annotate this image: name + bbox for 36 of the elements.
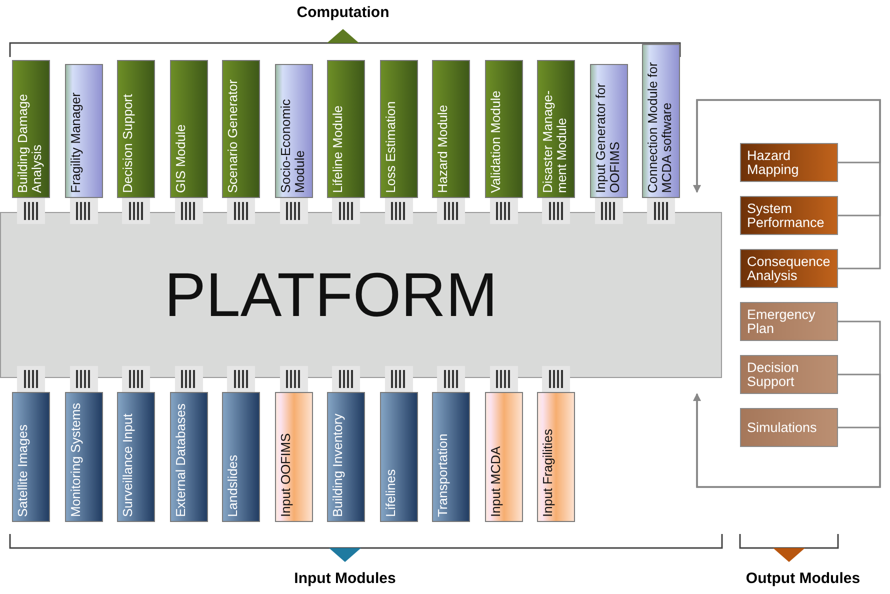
module-card: GIS Module [170, 60, 208, 224]
module-card: Input OOFIMS [274, 366, 312, 522]
module-card: Surveillance Input [117, 366, 155, 522]
module-card: Disaster Manage-ment Module [537, 60, 575, 224]
module-card: Landslides [222, 366, 260, 522]
module-card: Socio-Economic Module [274, 64, 312, 224]
module-card: Input Generator for OOFIMS [590, 64, 628, 224]
platform-block: PLATFORM [0, 212, 722, 378]
output-card: Decision Support [740, 355, 838, 394]
arrow [693, 99, 881, 270]
module-card: Building Damage Analysis [12, 60, 50, 224]
module-card: Building Inventory [327, 366, 365, 522]
output-card: System Performance [740, 196, 838, 235]
group-title: Computation [296, 4, 390, 21]
module-card: Hazard Module [432, 60, 470, 224]
module-card: Satellite Images [12, 366, 50, 522]
output-card: Hazard Mapping [740, 143, 838, 182]
module-card: Connection Module for MCDA software [642, 44, 680, 224]
group-title: Input Modules [294, 570, 396, 587]
module-card: Lifeline Module [327, 60, 365, 224]
group-title: Output Modules [746, 570, 860, 587]
module-card: Input MCDA [484, 366, 522, 522]
output-card: Consequence Analysis [740, 249, 838, 288]
module-card: Scenario Generator [222, 60, 260, 224]
module-card: Decision Support [117, 60, 155, 224]
module-card: Monitoring Systems [64, 366, 102, 522]
output-card: Simulations [740, 408, 838, 447]
module-card: External Databases [170, 366, 208, 522]
module-card: Validation Module [484, 60, 522, 224]
module-card: Fragility Manager [64, 64, 102, 224]
output-card: Emergency Plan [740, 302, 838, 341]
module-card: Input Fragilities [537, 366, 575, 522]
arrow [693, 393, 881, 488]
module-card: Transportation [432, 366, 470, 522]
module-card: Lifelines [380, 366, 418, 522]
module-card: Loss Estimation [380, 60, 418, 224]
